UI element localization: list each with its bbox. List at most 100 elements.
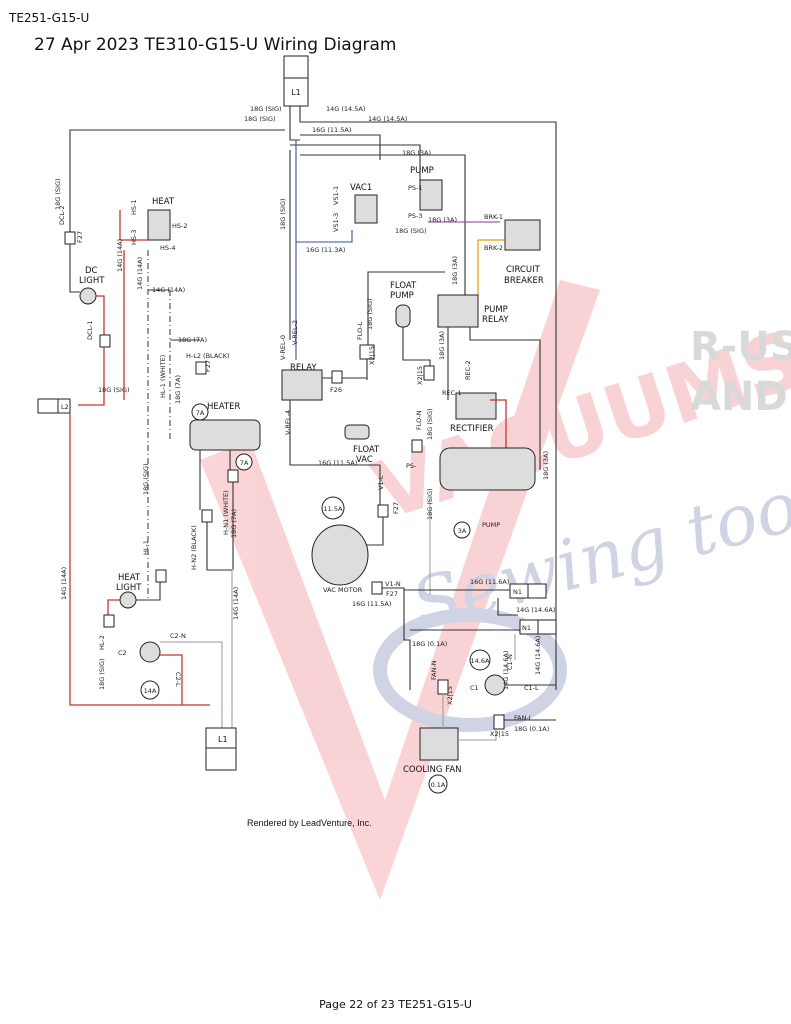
heat-switch-label: HEAT (152, 197, 175, 207)
dc-light-label: DC (85, 266, 98, 276)
diagram-label: RELAY (482, 315, 509, 325)
wire-label: 18G (SIG) (250, 105, 282, 113)
cooling-fan (419, 727, 459, 761)
diagram-label: C1-L (524, 684, 539, 692)
diagram-label: V1-L (377, 475, 385, 490)
pump-relay-label: PUMP (484, 305, 508, 315)
diagram-label: C2-N (170, 632, 186, 640)
c2-thermostat (139, 641, 161, 663)
pump-switch-label: PUMP (410, 166, 434, 176)
diagram-label: 16G (11.5A) (352, 600, 391, 608)
diagram-label: REC-1 (442, 389, 462, 397)
page-title: 27 Apr 2023 TE310-G15-U Wiring Diagram (34, 35, 397, 55)
diagram-label: 18G (SIG) (426, 488, 434, 520)
diagram-label: F26 (330, 386, 342, 394)
rendered-by: Rendered by LeadVenture, Inc. (247, 818, 372, 828)
pump-motor (439, 447, 536, 491)
crimp-nut-bottom (205, 747, 237, 771)
dc-light (79, 287, 97, 305)
diagram-label: X2|15 (446, 686, 454, 705)
terminal-l1-top: L1 (291, 88, 301, 97)
diagram-label: HS-4 (160, 244, 176, 252)
diagram-label: 0.1A (431, 781, 446, 789)
diagram-label: FAN-N (430, 660, 438, 680)
wire-label: 16G (11.5A) (312, 126, 351, 134)
heater-rating-2 (235, 453, 253, 471)
terminal-l1-bottom: L1 (218, 735, 228, 744)
fan-rating (428, 774, 448, 794)
diagram-label: PS-1 (408, 184, 423, 192)
vac-motor-label: VAC MOTOR (323, 586, 363, 594)
vac-rating (321, 496, 345, 520)
float-vac-label: FLOAT (353, 445, 380, 455)
diagram-label: 18G (SIG) (366, 298, 374, 330)
diagram-label: H-L2 (BLACK) (186, 352, 230, 360)
diagram-label: N1 (522, 624, 531, 632)
diagram-label: F27 (392, 502, 400, 514)
diagram-label: 14G (14A) (116, 239, 124, 272)
pump-motor-label: PUMP (482, 521, 500, 529)
diagram-label: LIGHT (116, 583, 142, 593)
vac-motor (311, 524, 369, 586)
wire-label: 18G (SIG) (279, 198, 287, 230)
relay (281, 369, 323, 401)
float-pump (395, 304, 411, 328)
diagram-label: 14G (14.6A) (516, 606, 555, 614)
diagram-label: FAN-L (514, 714, 533, 722)
diagram-label: 18G (0.1A) (514, 725, 549, 733)
diagram-label: 14A (144, 687, 157, 695)
diagram-label: HS-2 (172, 222, 188, 230)
wire-label: 14G (14.5A) (368, 115, 407, 123)
diagram-label: 18G (7A) (230, 509, 238, 538)
circuit-breaker (504, 219, 541, 251)
cooling-fan-label: COOLING FAN (403, 765, 462, 775)
diagram-label: LIGHT (79, 276, 105, 286)
diagram-label: HL-1 (WHITE) (159, 355, 167, 398)
wire-label: 18G (SIG) (244, 115, 276, 123)
diagram-label: HS-3 (130, 230, 138, 246)
watermark-line1: R-US (690, 324, 791, 370)
diagram-label: 18G (3A) (451, 256, 459, 285)
diagram-label: HL-1 (142, 540, 150, 555)
pump-switch (419, 179, 443, 211)
vac1-switch (354, 194, 378, 224)
diagram-label: 18G (7A) (174, 375, 182, 404)
wire-label: 18G (3A) (428, 216, 457, 224)
diagram-label: 7A (240, 459, 249, 467)
diagram-label: C2 (118, 649, 127, 657)
diagram-label: 7A (196, 409, 205, 417)
diagram-label: REC-2 (464, 360, 472, 380)
diagram-label: X2|15 (416, 366, 424, 385)
diagram-label: VS1-3 (332, 213, 340, 232)
heater-label: HEATER (207, 402, 240, 412)
diagram-label: 16G (11.6A) (470, 578, 509, 586)
diagram-label: X2|15 (368, 346, 376, 365)
wire-label: 14G (14.5A) (326, 105, 365, 113)
diagram-label: 14G (14.6A) (502, 651, 510, 690)
diagram-label: BREAKER (504, 276, 544, 286)
diagram-label: 14G (14A) (136, 257, 144, 290)
diagram-label: N1 (513, 588, 522, 596)
diagram-label: 14G (14A) (232, 587, 240, 620)
watermark-line2: AND (690, 374, 788, 420)
diagram-label: BRK-1 (484, 213, 503, 221)
diagram-label: FLO-L (356, 321, 364, 340)
diagram-label: HS-1 (130, 200, 138, 216)
crimp-nut-top (283, 55, 309, 79)
wire-label: 16G (11.3A) (306, 246, 345, 254)
diagram-label: V-REL-4 (284, 410, 292, 435)
diagram-label: 14G (14.6A) (534, 636, 542, 675)
diagram-label: L2 (61, 403, 69, 411)
diagram-label: 18G (SIG) (142, 463, 150, 495)
diagram-label: BRK-2 (484, 244, 503, 252)
diagram-label: 18G (3A) (438, 331, 446, 360)
diagram-label: 18G (3A) (542, 451, 550, 480)
diagram-label: X2|15 (490, 730, 509, 738)
diagram-label: DCL-2 (58, 205, 66, 225)
circuit-breaker-label: CIRCUIT (506, 265, 541, 275)
wire-label: 18G (3A) (402, 149, 431, 157)
diagram-label: F27 (76, 231, 84, 243)
diagram-label: HL-2 (98, 635, 106, 650)
diagram-label: PS- (406, 462, 417, 470)
